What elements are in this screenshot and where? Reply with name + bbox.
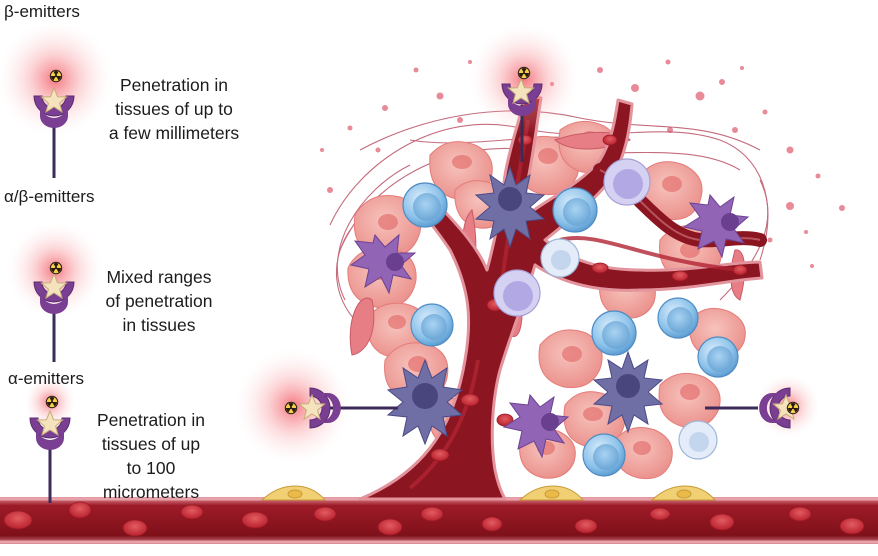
endothelial-cells — [260, 485, 717, 501]
tumor-conjugate-top — [469, 24, 579, 162]
beta-line-2: tissues of up to — [115, 99, 233, 119]
beta-emitters-description: Penetration in tissues of up to a few mi… — [96, 73, 252, 145]
alpha-line-3: to 100 — [126, 458, 176, 478]
tumor-conjugate-right — [705, 374, 820, 438]
alpha-line-2: tissues of up — [101, 434, 201, 454]
alpha-emitters-description: Penetration in tissues of up to 100 micr… — [82, 408, 220, 504]
alpha-line-4: micrometers — [102, 482, 200, 502]
beta-emitters-title: β-emitters — [4, 2, 80, 21]
alpha-beta-line-3: in tissues — [122, 315, 196, 335]
legend-conjugate-beta — [0, 21, 113, 178]
alpha-beta-emitters-description: Mixed ranges of penetration in tissues — [88, 265, 230, 337]
legend-conjugate-alpha-beta — [7, 222, 103, 362]
alpha-beta-line-1: Mixed ranges — [106, 267, 212, 287]
alpha-line-1: Penetration in — [97, 410, 205, 430]
ecm-dots — [320, 59, 845, 268]
alpha-emitters-title: α-emitters — [8, 369, 84, 388]
beta-line-1: Penetration in — [120, 75, 228, 95]
beta-line-3: a few millimeters — [108, 123, 240, 143]
lymphocytes — [402, 158, 739, 477]
alpha-beta-emitters-title: α/β-emitters — [4, 187, 95, 206]
tumor-conjugate-left — [235, 348, 398, 464]
alpha-beta-line-2: of penetration — [105, 291, 213, 311]
dendritic-cells — [349, 165, 750, 459]
legend-conjugate-alpha — [24, 376, 76, 503]
